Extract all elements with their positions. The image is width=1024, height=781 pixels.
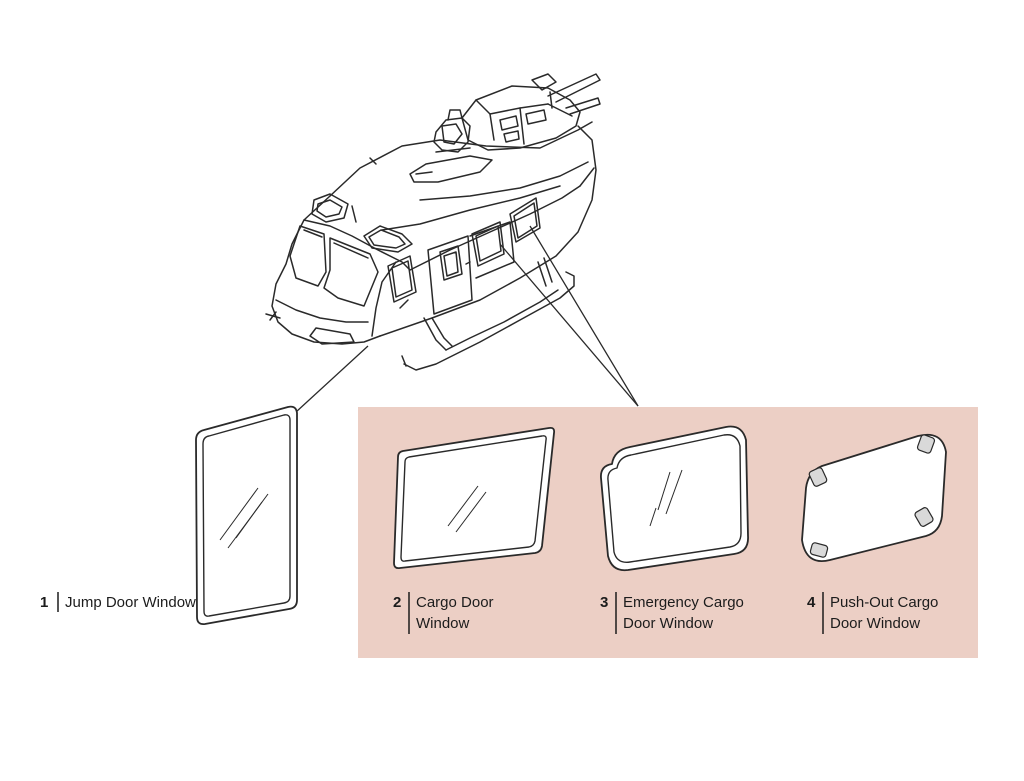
callout-labels: 1 Jump Door Window 2 Cargo Door Window 3…	[40, 592, 938, 634]
cabin-doors	[387, 221, 515, 315]
rotor-hub	[433, 109, 471, 153]
callout-3-line-1: Emergency Cargo	[623, 594, 744, 611]
jump-door-window-drawing	[195, 405, 298, 626]
callout-4-line-1: Push-Out Cargo	[830, 594, 938, 611]
callout-4-number: 4	[807, 594, 816, 611]
cargo-door-window-drawing	[393, 426, 556, 570]
callout-2-number: 2	[393, 594, 401, 611]
leader-lines	[295, 225, 639, 413]
windshield	[265, 193, 413, 345]
callout-3-number: 3	[600, 594, 608, 611]
callout-1: 1 Jump Door Window	[40, 592, 196, 612]
landing-skids	[401, 257, 575, 371]
glass-reflection	[219, 487, 269, 549]
callout-2-line-1: Cargo Door	[416, 594, 494, 611]
upper-cowling	[461, 73, 581, 151]
glass-reflection	[649, 469, 683, 527]
emergency-cargo-door-window-drawing	[600, 425, 749, 572]
callout-3: 3 Emergency Cargo Door Window	[600, 592, 744, 634]
callout-4-line-2: Door Window	[830, 615, 920, 632]
callout-2: 2 Cargo Door Window	[393, 592, 494, 634]
callout-2-line-2: Window	[416, 615, 470, 632]
callout-1-number: 1	[40, 594, 48, 611]
fuselage-cargo-windows	[471, 197, 541, 267]
callout-4: 4 Push-Out Cargo Door Window	[807, 592, 938, 634]
helicopter-illustration	[265, 73, 601, 371]
callout-1-line-1: Jump Door Window	[65, 594, 196, 611]
retention-clips	[808, 434, 936, 558]
cabin-roof	[329, 121, 593, 197]
glass-reflection	[447, 485, 487, 533]
callout-3-line-2: Door Window	[623, 615, 713, 632]
push-out-cargo-door-window-drawing	[801, 433, 947, 562]
